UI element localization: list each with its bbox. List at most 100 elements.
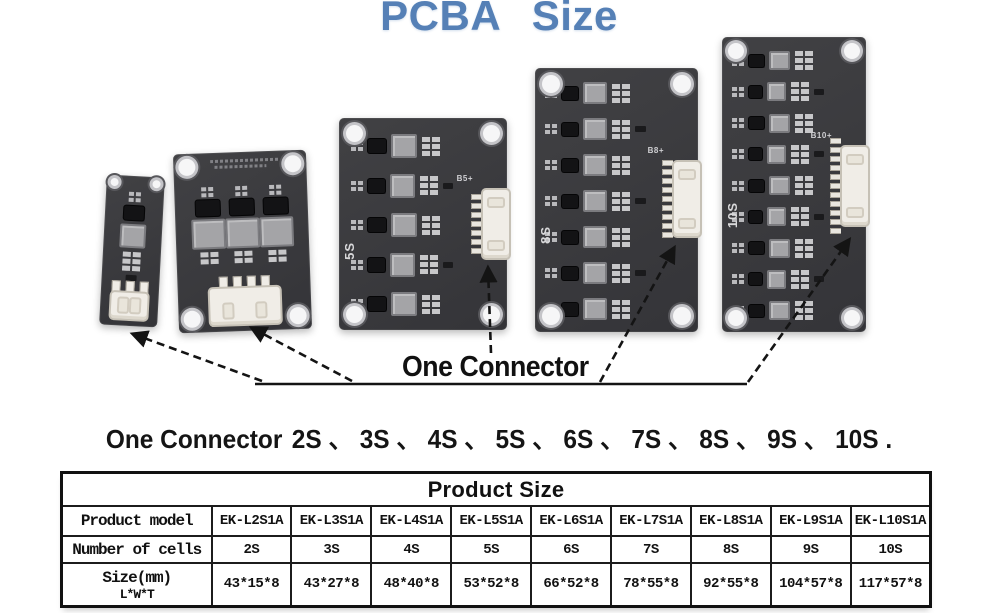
component-row: [545, 118, 648, 140]
caption-prefix: One Connector: [105, 424, 283, 454]
solder-pads: [422, 215, 440, 235]
solder-pads: [795, 238, 813, 258]
table-cell: 4S: [370, 535, 453, 564]
table-cell: 92*55*8: [689, 562, 772, 607]
component-row: [732, 269, 824, 289]
ic-chip: [562, 86, 578, 100]
resistor-chip: [635, 198, 646, 204]
table-cell: 53*52*8: [450, 562, 533, 607]
mounting-hole: [844, 43, 860, 59]
component-row: [351, 173, 453, 198]
smd-pads: [235, 185, 248, 197]
solder-pads: [121, 251, 141, 272]
component-row: [545, 262, 648, 284]
table-cell: 43*15*8: [210, 562, 293, 607]
mounting-hole: [346, 306, 363, 323]
component-row: [545, 190, 648, 212]
mosfet-pad: [391, 292, 417, 316]
table-cell: 9S: [769, 535, 852, 564]
table-title: Product Size: [60, 471, 932, 507]
ic-chip: [562, 230, 578, 244]
smd-pads: [732, 118, 744, 128]
smd-pads: [351, 180, 363, 191]
mosfet-pad: [769, 113, 790, 133]
mounting-hole: [673, 75, 691, 93]
solder-pads: [422, 294, 440, 314]
resistor-chip: [814, 213, 824, 220]
component-cluster: [190, 186, 227, 265]
ic-chip: [562, 266, 578, 280]
table-cell: EK-L3S1A: [290, 505, 373, 537]
solder-pads: [612, 191, 630, 211]
mounting-hole: [483, 125, 500, 142]
mounting-hole: [844, 310, 860, 326]
smd-pads: [128, 191, 142, 203]
table-cell: 117*57*8: [849, 562, 932, 607]
connector-plus-label: B5+: [456, 174, 473, 183]
mosfet-pad: [225, 217, 261, 249]
component-row: [732, 301, 824, 320]
connector-plus-label: B8+: [647, 146, 664, 155]
solder-pads: [791, 269, 810, 289]
smd-pads: [732, 211, 744, 222]
ic-chip: [368, 297, 386, 311]
table-cell: 5S: [450, 535, 533, 564]
row-header: Size(mm)L*W*T: [60, 562, 213, 607]
row-header-line: Size(mm): [102, 568, 172, 587]
solder-pads: [795, 301, 813, 320]
solder-pads: [795, 113, 813, 133]
mosfet-pad: [769, 51, 790, 70]
mosfet-pad: [767, 82, 787, 102]
mosfet-pad: [767, 269, 787, 289]
ic-chip: [562, 194, 578, 208]
ic-chip: [195, 199, 221, 217]
resistor-chip: [814, 88, 824, 95]
connector-slot: [255, 301, 268, 319]
resistor-chip: [635, 270, 646, 276]
arrow-to-3s-connector: [248, 326, 353, 383]
mounting-hole: [542, 75, 560, 93]
component-row: [351, 292, 453, 316]
solder-pads: [612, 119, 630, 139]
mounting-hole: [542, 307, 560, 325]
table-cell: 78*55*8: [609, 562, 692, 607]
row-header: Product model: [60, 505, 213, 537]
solder-pads: [234, 250, 253, 264]
mounting-hole: [673, 307, 691, 325]
smd-pads: [732, 149, 744, 160]
ic-chip: [749, 242, 764, 254]
connector-slot: [487, 197, 505, 208]
mounting-hole: [289, 306, 307, 325]
connector-slot: [487, 240, 505, 251]
mosfet-pad: [583, 154, 607, 176]
resistor-chip: [814, 151, 824, 158]
smd-pads: [545, 160, 557, 170]
component-row: [351, 252, 453, 277]
component-row: [732, 113, 824, 133]
connector-body: [108, 289, 150, 322]
row-header: Number of cells: [60, 535, 213, 564]
mosfet-pad: [389, 173, 415, 198]
caption-list: 2S 、 3S 、 4S 、 5S 、 6S 、 7S 、 8S 、 9S 、 …: [291, 424, 893, 454]
row-header-line: L*W*T: [119, 586, 155, 602]
connector: [471, 188, 511, 260]
table-cell: 2S: [210, 535, 293, 564]
resistor-chip: [635, 126, 646, 132]
mosfet-pad: [583, 190, 607, 212]
mosfet-pad: [769, 176, 790, 195]
component-row: [351, 134, 453, 158]
ic-chip: [229, 198, 255, 216]
solder-pads: [791, 207, 810, 227]
mounting-hole: [483, 306, 500, 323]
component-cluster: [258, 184, 295, 263]
component-row: [545, 226, 648, 248]
page-title: PCBA Size: [380, 0, 618, 39]
ic-chip: [749, 304, 764, 317]
table-cell: 3S: [290, 535, 373, 564]
solder-pads: [612, 227, 630, 247]
connector-body: [840, 145, 870, 227]
